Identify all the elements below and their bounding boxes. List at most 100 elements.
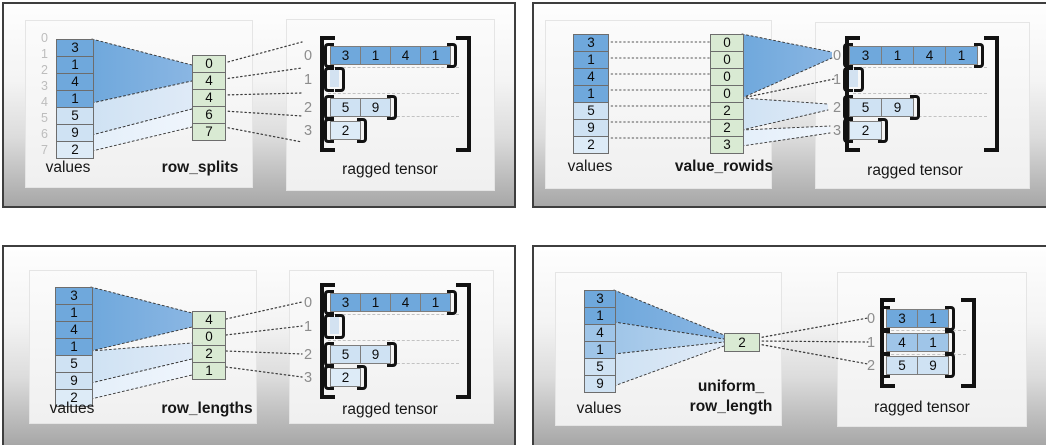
row-close-bracket bbox=[387, 342, 397, 367]
tensor-left-bracket bbox=[320, 36, 335, 152]
tensor-row: 2 bbox=[324, 118, 367, 143]
value-index-label: 3 bbox=[41, 79, 48, 93]
value-cell: 9 bbox=[574, 119, 608, 136]
tensor-left-bracket bbox=[845, 36, 860, 152]
key-cell: 6 bbox=[193, 106, 225, 123]
key-cell: 1 bbox=[193, 362, 225, 379]
row-cells bbox=[330, 70, 339, 89]
row-separator bbox=[328, 93, 459, 94]
value-index-label: 7 bbox=[41, 143, 48, 157]
value-index-label: 1 bbox=[41, 47, 48, 61]
factory-key-label: row_lengths bbox=[161, 400, 253, 417]
key-cell: 0 bbox=[711, 68, 743, 85]
value-cell: 3 bbox=[57, 40, 93, 56]
value-cell: 1 bbox=[57, 90, 93, 107]
row-open-bracket bbox=[324, 342, 334, 367]
tensor-row-index: 1 bbox=[303, 319, 313, 335]
row-separator bbox=[853, 67, 987, 68]
value-cell: 1 bbox=[57, 56, 93, 73]
value-cell: 9 bbox=[56, 372, 92, 389]
row-separator bbox=[328, 340, 459, 341]
key-cell: 0 bbox=[193, 328, 225, 345]
key-cell: 0 bbox=[193, 56, 225, 72]
key-cell: 0 bbox=[711, 85, 743, 102]
tensor-cell: 4 bbox=[390, 294, 420, 311]
value-cell: 9 bbox=[585, 375, 615, 392]
value-cell: 5 bbox=[585, 358, 615, 375]
row-open-bracket bbox=[324, 95, 334, 120]
row-close-bracket bbox=[357, 365, 367, 390]
tensor-cell: 4 bbox=[913, 47, 945, 64]
row-close-bracket bbox=[447, 43, 457, 68]
key-cell: 0 bbox=[711, 51, 743, 68]
tensor-row-index: 2 bbox=[303, 100, 313, 116]
tensor-row bbox=[324, 314, 345, 339]
ragged-tensor-label: ragged tensor bbox=[874, 399, 970, 416]
tensor-left-bracket bbox=[320, 283, 335, 399]
tensor-cell: 3 bbox=[331, 294, 360, 311]
value-index-label: 2 bbox=[41, 63, 48, 77]
tensor-right-bracket bbox=[456, 36, 471, 152]
key-cell: 4 bbox=[193, 312, 225, 328]
value-cell: 4 bbox=[57, 73, 93, 90]
row-open-bracket bbox=[843, 118, 853, 143]
key-column: 2 bbox=[724, 333, 760, 352]
row-close-bracket bbox=[387, 95, 397, 120]
tensor-cell: 1 bbox=[917, 334, 948, 351]
key-cell: 3 bbox=[711, 136, 743, 153]
tensor-right-bracket bbox=[961, 298, 976, 388]
values-label: values bbox=[49, 400, 95, 417]
tensor-row-index: 3 bbox=[303, 370, 313, 386]
tensor-cell: 9 bbox=[360, 346, 390, 363]
tensor-right-bracket bbox=[984, 36, 999, 152]
ragged-tensor-label: ragged tensor bbox=[342, 401, 438, 418]
tensor-row-index: 2 bbox=[303, 347, 313, 363]
tensor-row bbox=[843, 67, 864, 92]
value-index-label: 0 bbox=[41, 31, 48, 45]
value-cell: 3 bbox=[585, 291, 615, 307]
row-close-bracket bbox=[878, 118, 888, 143]
row-separator bbox=[886, 330, 966, 331]
key-cell: 4 bbox=[193, 72, 225, 89]
tensor-row-index: 2 bbox=[832, 100, 842, 116]
key-cell: 7 bbox=[193, 123, 225, 140]
value-index-label: 4 bbox=[41, 95, 48, 109]
value-cell: 5 bbox=[56, 355, 92, 372]
value-cell: 2 bbox=[574, 136, 608, 153]
row-open-bracket bbox=[880, 306, 890, 331]
tensor-cell: 2 bbox=[850, 122, 881, 139]
tensor-empty-cell bbox=[849, 70, 858, 87]
tensor-row bbox=[324, 67, 345, 92]
value-cell: 1 bbox=[585, 341, 615, 358]
row-close-bracket bbox=[335, 314, 345, 339]
tensor-cell: 3 bbox=[887, 310, 917, 327]
tensor-row: 2 bbox=[324, 365, 367, 390]
tensor-row-index: 1 bbox=[866, 335, 876, 351]
key-cell: 2 bbox=[711, 102, 743, 119]
tensor-cell: 4 bbox=[887, 334, 917, 351]
row-cells: 2 bbox=[849, 121, 882, 140]
row-close-bracket bbox=[945, 353, 955, 378]
tensor-cell: 1 bbox=[881, 47, 913, 64]
value-cell: 4 bbox=[585, 324, 615, 341]
row-separator bbox=[886, 354, 966, 355]
value-cell: 5 bbox=[574, 102, 608, 119]
row-close-bracket bbox=[357, 118, 367, 143]
value-index-label: 5 bbox=[41, 111, 48, 125]
tensor-cell: 5 bbox=[331, 346, 360, 363]
row-separator bbox=[328, 67, 459, 68]
